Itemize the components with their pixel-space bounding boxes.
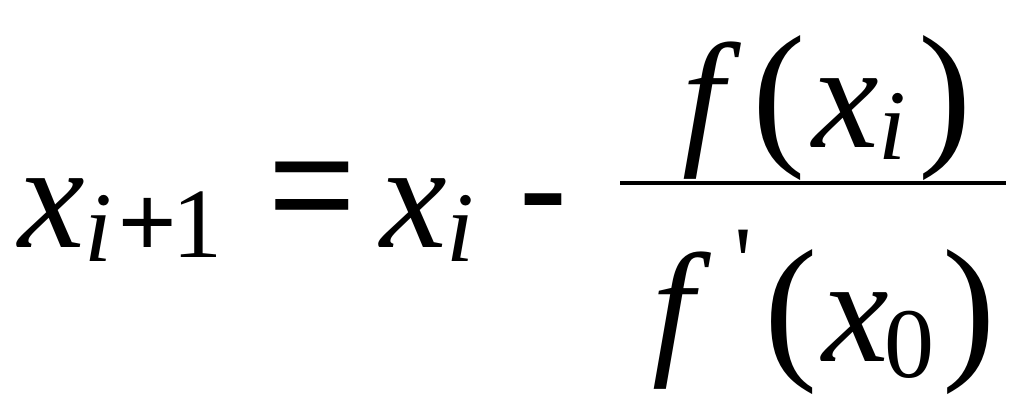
denominator-function: f	[652, 224, 694, 390]
numerator-variable: x	[812, 14, 879, 180]
lhs-subscript-plus: +	[118, 166, 177, 278]
lhs-variable: x	[18, 114, 85, 280]
denominator-variable: x	[822, 228, 889, 394]
lhs-subscript-index: i	[84, 172, 112, 283]
numerator-function: f	[682, 14, 724, 180]
rhs-subscript: i	[446, 172, 474, 283]
numerator-subscript: i	[878, 70, 906, 181]
denominator-close-paren: )	[942, 217, 996, 395]
minus-sign: -	[518, 103, 568, 271]
numerator-open-paren: (	[752, 3, 806, 181]
rhs-variable: x	[380, 114, 447, 280]
denominator-subscript: 0	[884, 288, 934, 399]
denominator-open-paren: (	[764, 217, 818, 395]
lhs-subscript-one: 1	[172, 168, 222, 279]
equals-sign: =	[268, 99, 356, 267]
numerator-close-paren: )	[918, 3, 972, 181]
denominator-prime: '	[734, 206, 753, 317]
fraction-bar	[620, 181, 1006, 185]
